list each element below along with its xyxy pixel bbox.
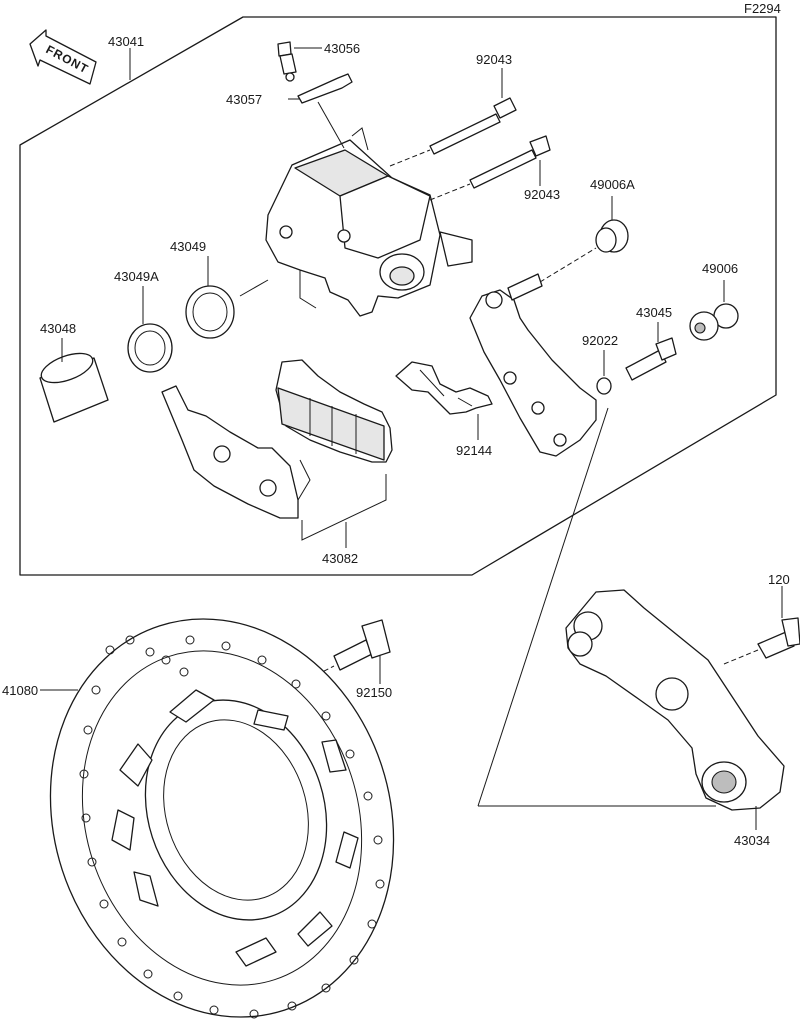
bolt-120	[723, 617, 800, 665]
boot-49006	[689, 303, 739, 341]
sleeve	[625, 337, 677, 381]
label-43049a: 43049A	[114, 269, 159, 284]
label-43045: 43045	[636, 305, 672, 320]
piston	[39, 352, 109, 423]
brake-disc	[49, 618, 395, 1018]
label-92043-upper: 92043	[476, 52, 512, 67]
brake-pad-right	[275, 359, 393, 463]
diagram-code: F2294	[744, 1, 781, 16]
caliper-body	[265, 127, 473, 317]
label-43041: 43041	[108, 34, 144, 49]
o-ring	[596, 377, 612, 395]
brake-pad-left	[161, 385, 311, 519]
disc-holes	[79, 635, 385, 1019]
label-43082: 43082	[322, 551, 358, 566]
label-43056: 43056	[324, 41, 360, 56]
pad-spring-plate	[395, 361, 493, 415]
label-92022: 92022	[582, 333, 618, 348]
label-120: 120	[768, 572, 790, 587]
pad-spring	[297, 73, 353, 104]
label-49006a: 49006A	[590, 177, 635, 192]
label-43034: 43034	[734, 833, 770, 848]
label-41080: 41080	[2, 683, 38, 698]
label-92043-lower: 92043	[524, 187, 560, 202]
pin-upper	[389, 97, 517, 167]
label-43057: 43057	[226, 92, 262, 107]
caliper-assembly-outline	[19, 16, 777, 576]
bleeder-valve	[277, 41, 297, 82]
external-caliper-bracket	[565, 589, 785, 811]
label-92150: 92150	[356, 685, 392, 700]
label-92144: 92144	[456, 443, 492, 458]
label-49006: 49006	[702, 261, 738, 276]
label-43048: 43048	[40, 321, 76, 336]
boot-49006a	[595, 219, 629, 253]
caliper-mount-bracket	[469, 273, 597, 457]
disc-bolt	[333, 619, 391, 671]
front-arrow-icon: FRONT	[29, 29, 97, 85]
label-43049: 43049	[170, 239, 206, 254]
pin-lower	[429, 135, 551, 201]
